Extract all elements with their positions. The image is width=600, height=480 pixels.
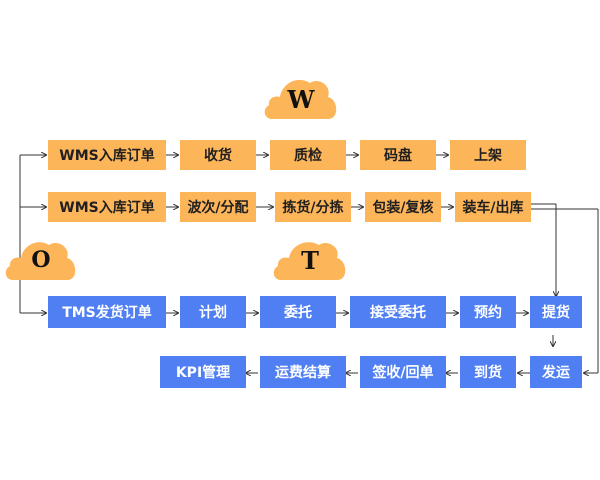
cloud-letter-o: O bbox=[31, 247, 51, 273]
cloud-icon bbox=[264, 79, 337, 119]
wms-inbound-order: WMS入库订单 bbox=[48, 140, 166, 170]
step-sign-receipt: 签收/回单 bbox=[360, 356, 446, 388]
step-appointment: 预约 bbox=[460, 296, 516, 328]
tms-shipping-order: TMS发货订单 bbox=[48, 296, 166, 328]
cloud-w: W bbox=[262, 73, 340, 121]
step-putaway: 上架 bbox=[450, 140, 526, 170]
step-receive: 收货 bbox=[180, 140, 256, 170]
cloud-o: O bbox=[3, 236, 79, 282]
step-kpi: KPI管理 bbox=[160, 356, 246, 388]
wms-outbound-order: WMS入库订单 bbox=[48, 192, 166, 222]
step-accept-commission: 接受委托 bbox=[350, 296, 446, 328]
step-inspect: 质检 bbox=[270, 140, 346, 170]
cloud-letter-t: T bbox=[301, 246, 319, 275]
step-load-ship: 装车/出库 bbox=[455, 192, 531, 222]
step-pick-sort: 拣货/分拣 bbox=[275, 192, 351, 222]
step-pack-check: 包装/复核 bbox=[365, 192, 441, 222]
cloud-t: T bbox=[271, 236, 349, 282]
step-pickup: 提货 bbox=[530, 296, 582, 328]
cloud-icon bbox=[5, 242, 76, 280]
step-arrival: 到货 bbox=[460, 356, 516, 388]
cloud-letter-w: W bbox=[287, 85, 315, 114]
step-commission: 委托 bbox=[260, 296, 336, 328]
cloud-icon bbox=[273, 242, 346, 280]
step-dispatch: 发运 bbox=[530, 356, 582, 388]
step-plan: 计划 bbox=[180, 296, 246, 328]
step-freight-settle: 运费结算 bbox=[260, 356, 346, 388]
step-wave-allocate: 波次/分配 bbox=[180, 192, 256, 222]
step-palletize: 码盘 bbox=[360, 140, 436, 170]
